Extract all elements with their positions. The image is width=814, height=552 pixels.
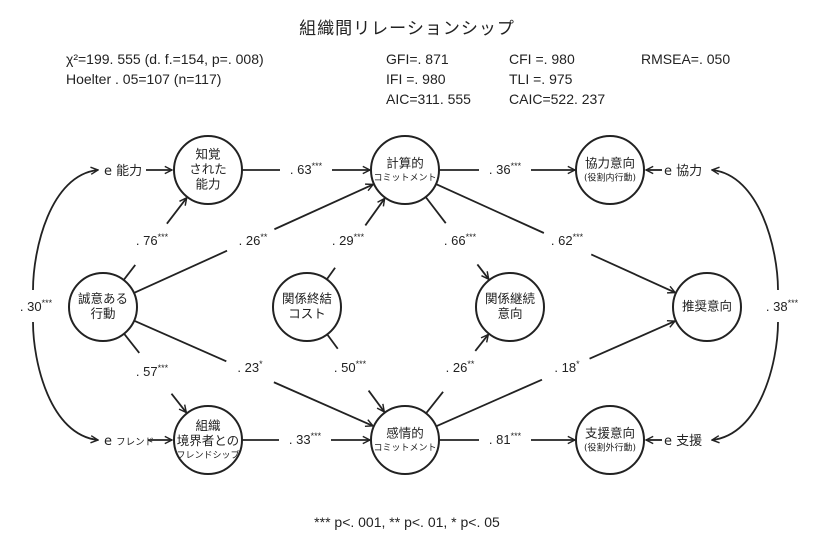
- node-circle: [173, 135, 243, 205]
- path-coefficient: . 26**: [239, 232, 268, 248]
- path-coefficient: . 33***: [289, 431, 322, 447]
- path-line-sincere_behavior-to-perceived_ability-a: [122, 264, 136, 281]
- chi-square-stat: χ²=199. 555 (d. f.=154, p=. 008): [66, 51, 264, 67]
- path-coefficient: . 66***: [444, 232, 477, 248]
- tli-stat: TLI =. 975: [509, 71, 573, 87]
- node-label: 推奨意向: [682, 299, 732, 314]
- path-coefficient: . 63***: [290, 161, 323, 177]
- node-circle: [672, 272, 742, 342]
- path-coefficient: . 57***: [136, 363, 169, 379]
- node-sublabel: コミットメント: [373, 444, 436, 454]
- path-arrow-affective-to-continuation: [474, 334, 488, 352]
- path-line-termination_cost-to-affective-a: [326, 333, 339, 350]
- node-sublabel: コミットメント: [373, 174, 436, 184]
- node-circle: [575, 405, 645, 475]
- correlation-curve-left-top: [32, 170, 98, 291]
- cfi-stat: CFI =. 980: [509, 51, 575, 67]
- node-support: 支援意向(役割外行動): [575, 405, 645, 475]
- node-sublabel: (役割内行動): [584, 172, 636, 184]
- error-term-ability: e 能力: [104, 164, 142, 179]
- path-arrow-sincere_behavior-to-calculative: [274, 184, 373, 231]
- path-arrow-termination_cost-to-affective: [367, 390, 385, 412]
- correlation-coefficient-right: . 38***: [766, 298, 799, 314]
- path-line-sincere_behavior-to-affective-a: [133, 319, 227, 363]
- diagram-title: 組織間リレーションシップ: [299, 19, 515, 39]
- node-label: 協力意向: [585, 156, 635, 171]
- path-coefficient: . 18*: [554, 359, 580, 375]
- path-arrow-affective-to-recommendation: [589, 321, 675, 360]
- correlation-curve-right-top: [712, 170, 779, 291]
- path-arrow-sincere_behavior-to-friendship: [170, 393, 186, 413]
- rmsea-stat: RMSEA=. 050: [641, 51, 731, 67]
- path-line-calculative-to-recommendation-a: [435, 183, 545, 234]
- node-label: 知覚: [195, 147, 220, 162]
- node-sublabel: フレンドシップ: [176, 450, 239, 461]
- node-label: 能力: [195, 177, 220, 192]
- node-circle: [173, 405, 243, 475]
- aic-stat: AIC=311. 555: [386, 91, 471, 107]
- path-coefficient: . 36***: [489, 161, 522, 177]
- path-arrow-calculative-to-continuation: [476, 263, 488, 279]
- path-arrow-termination_cost-to-calculative: [364, 198, 384, 226]
- ifi-stat: IFI =. 980: [386, 71, 446, 87]
- path-coefficient: . 76***: [136, 232, 169, 248]
- node-label: 境界者との: [177, 433, 239, 448]
- path-arrow-sincere_behavior-to-affective: [273, 381, 373, 426]
- path-coefficient: . 29***: [332, 232, 365, 248]
- node-sublabel: (役割外行動): [584, 442, 636, 454]
- node-cooperation: 協力意向(役割内行動): [575, 135, 645, 205]
- gfi-stat: GFI=. 871: [386, 51, 449, 67]
- path-coefficient: . 62***: [551, 232, 584, 248]
- node-circle: [575, 135, 645, 205]
- node-label: 関係継続: [485, 291, 536, 306]
- node-label: 誠意ある: [78, 291, 128, 306]
- node-label: 支援意向: [585, 426, 635, 441]
- path-coefficient: . 26**: [446, 359, 475, 375]
- path-arrow-calculative-to-recommendation: [590, 253, 675, 292]
- node-label: 組織: [195, 418, 221, 433]
- error-term-cooperation: e 協力: [664, 164, 702, 179]
- node-label: 行動: [90, 306, 115, 321]
- node-label: 感情的: [386, 426, 424, 441]
- path-arrow-sincere_behavior-to-perceived_ability: [166, 198, 187, 225]
- node-circle: [370, 135, 440, 205]
- path-line-termination_cost-to-calculative-a: [326, 267, 336, 280]
- path-coefficient: . 50***: [334, 359, 367, 375]
- hoelter-stat: Hoelter . 05=107 (n=117): [66, 71, 222, 87]
- path-line-calculative-to-continuation-a: [424, 196, 447, 224]
- path-line-sincere_behavior-to-calculative-a: [133, 249, 228, 294]
- correlation-coefficient-left: . 30***: [20, 298, 53, 314]
- node-label: 計算的: [386, 156, 424, 171]
- significance-footnote: *** p<. 001, ** p<. 01, * p<. 05: [314, 514, 500, 530]
- correlation-curve-right-bottom: [712, 321, 779, 440]
- error-term-friend: e フレンド: [104, 434, 154, 449]
- path-coefficient: . 81***: [489, 431, 522, 447]
- node-recommendation: 推奨意向: [672, 272, 742, 342]
- path-line-affective-to-continuation-a: [425, 391, 444, 414]
- path-coefficient: . 23*: [237, 359, 263, 375]
- correlation-curve-left-bottom: [32, 321, 98, 440]
- node-circle: [475, 272, 545, 342]
- node-circle: [68, 272, 138, 342]
- node-label: された: [189, 162, 227, 177]
- node-circle: [272, 272, 342, 342]
- path-line-sincere_behavior-to-friendship-a: [123, 333, 140, 354]
- node-label: コスト: [288, 306, 326, 321]
- error-term-support: e 支援: [664, 434, 702, 449]
- path-line-affective-to-recommendation-a: [435, 378, 543, 428]
- node-label: 意向: [497, 306, 522, 321]
- node-circle: [370, 405, 440, 475]
- caic-stat: CAIC=522. 237: [509, 91, 606, 107]
- node-label: 関係終結: [282, 291, 332, 306]
